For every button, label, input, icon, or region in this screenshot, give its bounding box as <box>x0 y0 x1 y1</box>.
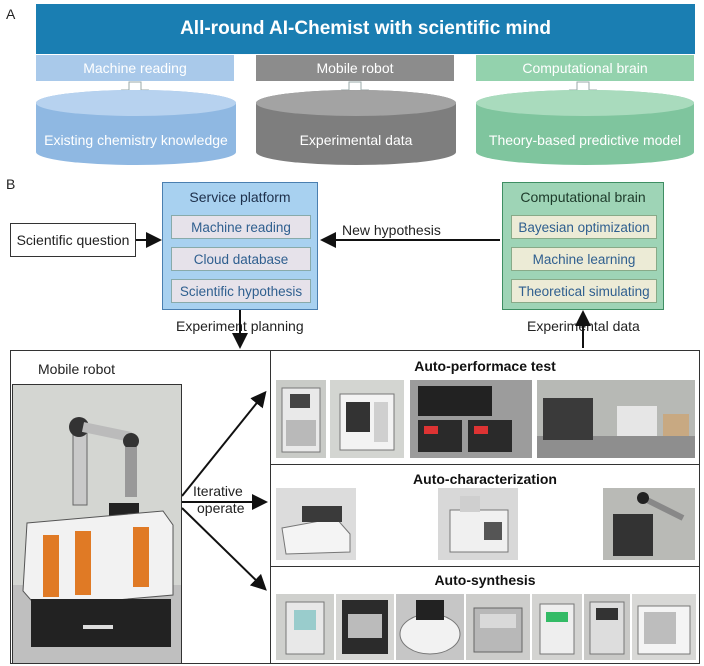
performance-photo-1 <box>276 380 326 458</box>
cylinder-predictive-model-label: Theory-based predictive model <box>488 132 682 148</box>
performance-photo-2 <box>330 380 404 458</box>
service-platform-box: Service platform Machine reading Cloud d… <box>162 182 318 310</box>
synthesis-photo-7 <box>632 594 696 660</box>
auto-characterization-title: Auto-characterization <box>413 471 557 487</box>
iterative-label-1: Iterative <box>193 483 243 499</box>
mobile-robot-image <box>12 384 182 664</box>
banner-title: All-round AI-Chemist with scientific min… <box>36 4 695 54</box>
arrow-to-synthesis <box>181 507 267 591</box>
synthesis-photo-5 <box>532 594 582 660</box>
computational-brain-box: Computational brain Bayesian optimizatio… <box>502 182 664 310</box>
synthesis-photo-3 <box>396 594 464 660</box>
stations-frame <box>270 350 700 664</box>
scientific-question-box: Scientific question <box>10 223 136 257</box>
characterization-photo-3 <box>603 488 695 560</box>
performance-photo-4 <box>537 380 695 458</box>
cylinder-knowledge-label: Existing chemistry knowledge <box>44 132 228 148</box>
cylinder-predictive-model: Theory-based predictive model <box>476 90 694 165</box>
brain-item-machine-learning: Machine learning <box>511 247 657 271</box>
divider-2 <box>270 566 700 567</box>
brain-item-bayesian-optimization: Bayesian optimization <box>511 215 657 239</box>
auto-synthesis-title: Auto-synthesis <box>434 572 536 588</box>
synthesis-photo-1 <box>276 594 334 660</box>
service-item-cloud-database: Cloud database <box>171 247 311 271</box>
experiment-frame <box>10 350 700 664</box>
auto-performance-title: Auto-performace test <box>414 358 556 374</box>
brain-item-theoretical-simulating: Theoretical simulating <box>511 279 657 303</box>
column-head-machine-reading: Machine reading <box>36 55 234 81</box>
service-platform-title: Service platform <box>189 189 291 205</box>
iterative-label-2: operate <box>197 500 245 516</box>
new-hypothesis-label: New hypothesis <box>342 222 441 238</box>
characterization-photo-2 <box>438 488 518 560</box>
service-item-scientific-hypothesis: Scientific hypothesis <box>171 279 311 303</box>
synthesis-photo-4 <box>466 594 530 660</box>
synthesis-photo-6 <box>584 594 630 660</box>
divider-1 <box>270 464 700 465</box>
column-head-mobile-robot: Mobile robot <box>256 55 454 81</box>
robot-illustration <box>13 385 181 663</box>
panel-a-letter: A <box>6 6 16 22</box>
computational-brain-title: Computational brain <box>520 189 646 205</box>
cylinder-knowledge: Existing chemistry knowledge <box>36 90 236 165</box>
cylinder-experimental-data: Experimental data <box>256 90 456 165</box>
service-item-machine-reading: Machine reading <box>171 215 311 239</box>
arrow-to-performance <box>181 390 267 497</box>
panel-b-letter: B <box>6 176 16 192</box>
performance-photo-3 <box>410 380 532 458</box>
cylinder-experimental-data-label: Experimental data <box>299 132 413 148</box>
column-head-computational-brain: Computational brain <box>476 55 694 81</box>
characterization-photo-1 <box>276 488 356 560</box>
mobile-robot-label: Mobile robot <box>38 361 116 377</box>
synthesis-photo-2 <box>336 594 394 660</box>
